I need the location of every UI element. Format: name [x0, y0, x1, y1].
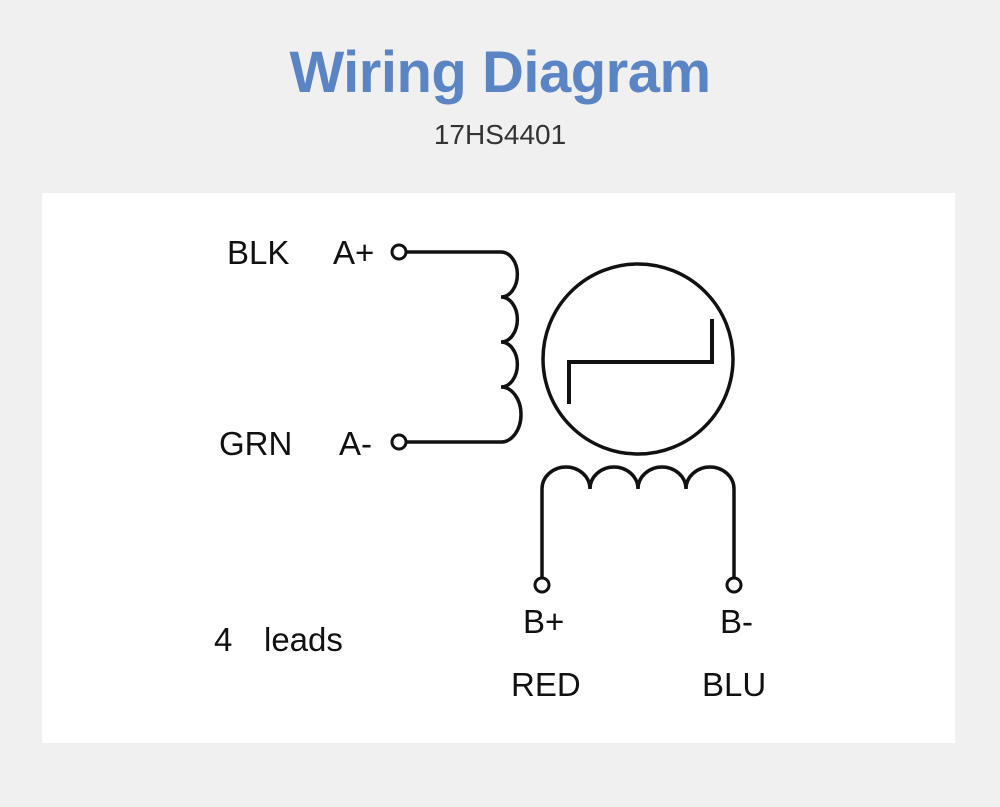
a-plus-terminal [390, 243, 408, 261]
a-minus-terminal [390, 433, 408, 451]
b-plus-terminal [533, 576, 551, 594]
page-title: Wiring Diagram [289, 40, 711, 105]
phase-b-coil [540, 465, 736, 490]
wiring-diagram: BLK A+ GRN A- B+ B- RED BLU 4 leads [214, 234, 766, 703]
b-minus-terminal [725, 576, 743, 594]
wire-color-red: RED [511, 666, 581, 703]
phase-a-coil [494, 250, 523, 444]
wire-color-blu: BLU [702, 666, 766, 703]
terminal-a-minus-label: A- [339, 425, 372, 462]
motor-rotor [541, 262, 735, 456]
rotor-symbol [567, 319, 714, 404]
terminal-b-minus-label: B- [720, 603, 753, 640]
diagram-panel: BLK A+ GRN A- B+ B- RED BLU 4 leads [42, 193, 955, 743]
wire-color-grn: GRN [219, 425, 292, 462]
lead-count: 4 [214, 621, 232, 658]
terminal-b-plus-label: B+ [523, 603, 564, 640]
wire-color-blk: BLK [227, 234, 289, 271]
terminal-a-plus-label: A+ [333, 234, 374, 271]
model-number: 17HS4401 [433, 119, 567, 150]
lead-unit: leads [264, 621, 343, 658]
